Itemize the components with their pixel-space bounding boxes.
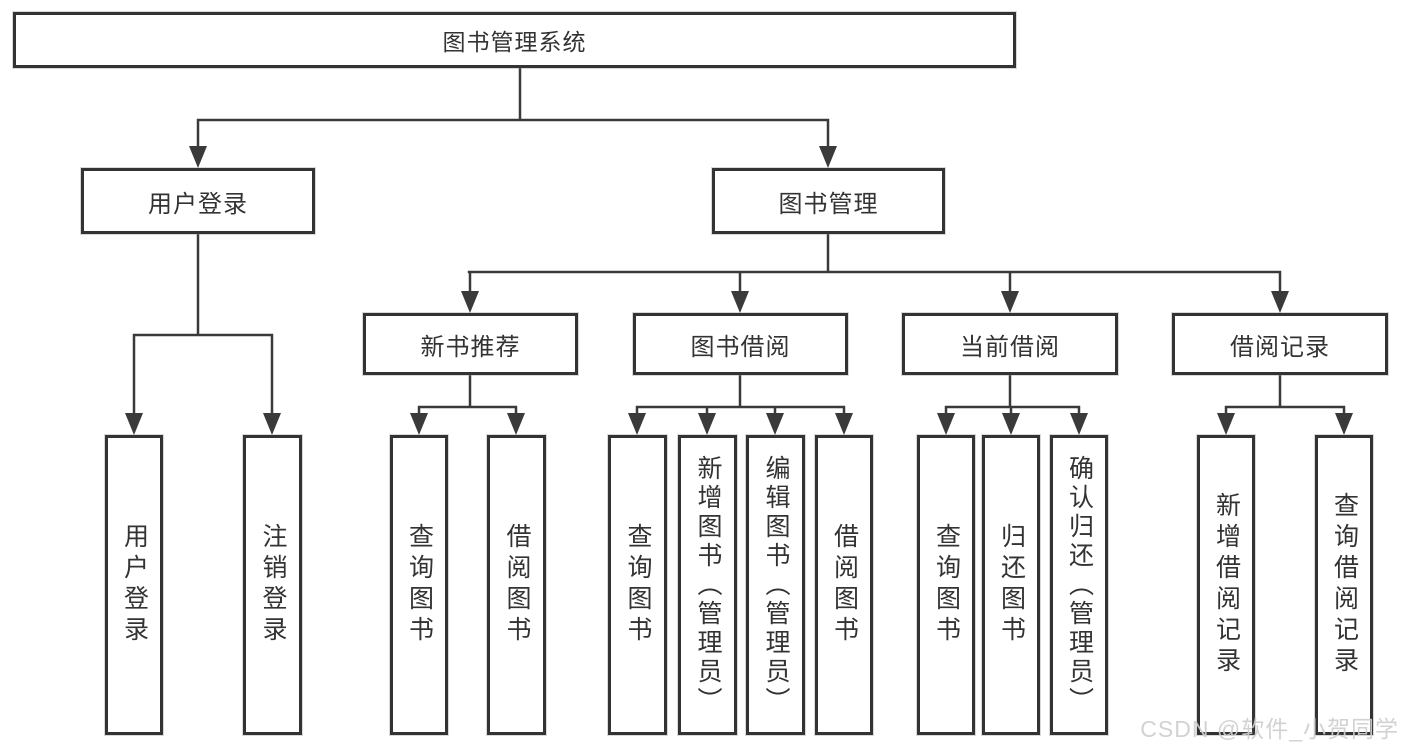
leaf-add-books-admin: 新增图书（管理员）	[678, 435, 737, 735]
node-new-book-recommend: 新书推荐	[363, 313, 578, 375]
leaf-borrow-books: 借阅图书	[815, 435, 873, 735]
leaf-edit-books-admin: 编辑图书（管理员）	[746, 435, 805, 735]
node-book-borrowing: 图书借阅	[633, 313, 848, 375]
leaf-user-login: 用户登录	[105, 435, 163, 735]
leaf-query-books-borrowing-label: 查询图书	[624, 523, 652, 647]
leaf-query-books-recommend: 查询图书	[390, 435, 448, 735]
leaf-add-borrow-record: 新增借阅记录	[1197, 435, 1255, 735]
node-current-borrowing-label: 当前借阅	[960, 333, 1060, 361]
leaf-confirm-return-admin: 确认归还（管理员）	[1050, 435, 1108, 735]
leaf-return-books-label: 归还图书	[997, 523, 1026, 647]
leaf-confirm-return-admin-label: 确认归还（管理员）	[1065, 454, 1094, 716]
node-user-login: 用户登录	[81, 168, 315, 234]
leaf-return-books: 归还图书	[982, 435, 1040, 735]
node-borrow-records-label: 借阅记录	[1230, 333, 1330, 361]
node-book-management-label: 图书管理	[778, 190, 879, 218]
node-root-label: 图书管理系统	[442, 29, 587, 55]
node-new-book-recommend-label: 新书推荐	[420, 333, 521, 361]
node-book-management: 图书管理	[712, 168, 945, 234]
leaf-borrow-books-recommend: 借阅图书	[487, 435, 546, 735]
leaf-query-books-borrowing: 查询图书	[608, 435, 667, 735]
leaf-query-books-recommend-label: 查询图书	[405, 523, 434, 647]
node-current-borrowing: 当前借阅	[902, 313, 1118, 375]
leaf-add-borrow-record-label: 新增借阅记录	[1212, 492, 1241, 678]
leaf-query-borrow-record-label: 查询借阅记录	[1330, 492, 1359, 678]
node-borrow-records: 借阅记录	[1172, 313, 1388, 375]
leaf-query-books-current: 查询图书	[917, 435, 975, 735]
leaf-logout-label: 注销登录	[259, 523, 287, 647]
leaf-edit-books-admin-label: 编辑图书（管理员）	[762, 454, 790, 716]
leaf-add-books-admin-label: 新增图书（管理员）	[694, 454, 722, 716]
leaf-borrow-books-label: 借阅图书	[830, 523, 859, 647]
leaf-query-borrow-record: 查询借阅记录	[1315, 435, 1373, 735]
node-user-login-label: 用户登录	[148, 190, 248, 218]
leaf-logout: 注销登录	[243, 435, 302, 735]
watermark: CSDN @软件_小贺同学	[1140, 716, 1399, 742]
node-root: 图书管理系统	[13, 12, 1016, 68]
leaf-borrow-books-recommend-label: 借阅图书	[503, 523, 531, 647]
leaf-user-login-label: 用户登录	[120, 523, 149, 647]
leaf-query-books-current-label: 查询图书	[932, 523, 961, 647]
node-book-borrowing-label: 图书借阅	[690, 333, 791, 361]
